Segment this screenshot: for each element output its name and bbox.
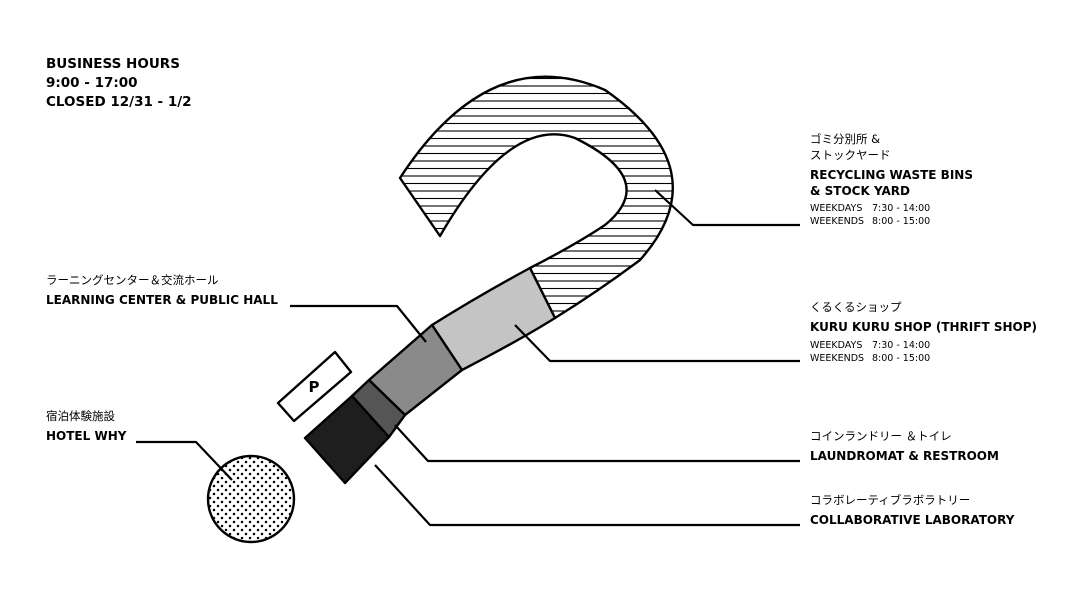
lab-area[interactable]	[303, 394, 391, 485]
lab-en: COLLABORATIVE LABORATORY	[810, 513, 1015, 527]
learning-jp: ラーニングセンター＆交流ホール	[46, 273, 219, 287]
business-hours: BUSINESS HOURS 9:00 - 17:00 CLOSED 12/31…	[46, 55, 192, 112]
recycling-jp-2: ストックヤード	[810, 148, 891, 162]
leader-line-hotel	[136, 440, 233, 481]
shop-jp: くるくるショップ	[810, 300, 902, 314]
parking-area[interactable]	[276, 350, 353, 423]
learning-label: ラーニングセンター＆交流ホール LEARNING CENTER & PUBLIC…	[46, 272, 278, 308]
leader-line-laundromat	[394, 424, 800, 463]
recycling-en-2: & STOCK YARD	[810, 184, 910, 198]
business-hours-closed: CLOSED 12/31 - 1/2	[46, 94, 192, 110]
business-hours-time: 9:00 - 17:00	[46, 75, 138, 91]
laundromat-label: コインランドリー ＆トイレ LAUNDROMAT & RESTROOM	[810, 428, 999, 464]
leader-line-recycling	[654, 189, 800, 227]
business-hours-title: BUSINESS HOURS	[46, 56, 180, 72]
leader-line-shop	[514, 324, 800, 363]
hotel-jp: 宿泊体験施設	[46, 409, 115, 423]
shop-label: くるくるショップ KURU KURU SHOP (THRIFT SHOP) WE…	[810, 299, 1037, 365]
laundromat-en: LAUNDROMAT & RESTROOM	[810, 449, 999, 463]
learning-en: LEARNING CENTER & PUBLIC HALL	[46, 293, 278, 307]
laundromat-jp: コインランドリー ＆トイレ	[810, 429, 952, 443]
leader-line-learning	[290, 304, 427, 343]
leader-line-lab	[374, 464, 800, 527]
recycling-label: ゴミ分別所 & ストックヤード RECYCLING WASTE BINS & S…	[810, 131, 973, 228]
hotel-label: 宿泊体験施設 HOTEL WHY	[46, 408, 126, 444]
recycling-en-1: RECYCLING WASTE BINS	[810, 168, 973, 182]
lab-label: コラボレーティブラボラトリー COLLABORATIVE LABORATORY	[810, 492, 1014, 528]
recycling-area[interactable]	[398, 75, 674, 320]
lab-jp: コラボレーティブラボラトリー	[810, 493, 971, 507]
recycling-jp-1: ゴミ分別所 &	[810, 132, 881, 146]
hotel-en: HOTEL WHY	[46, 429, 127, 443]
shop-en: KURU KURU SHOP (THRIFT SHOP)	[810, 320, 1037, 334]
parking-label: P	[309, 378, 320, 396]
